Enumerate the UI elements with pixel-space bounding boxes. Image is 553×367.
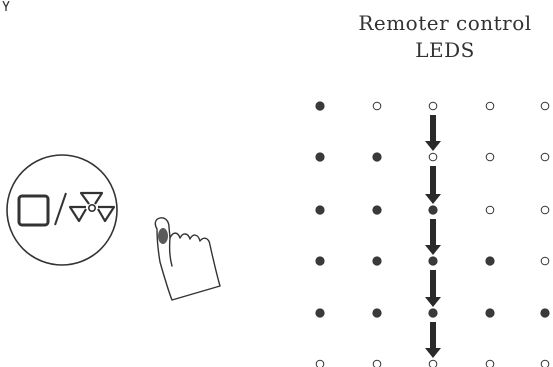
cropped-top-text-fragment xyxy=(0,0,40,14)
led-off-r2-c4 xyxy=(485,152,495,162)
mode-fan-button[interactable] xyxy=(6,154,118,266)
led-on-r2-c1 xyxy=(315,152,325,162)
led-on-r1-c1 xyxy=(315,101,325,111)
led-on-r4-c3 xyxy=(428,256,438,266)
led-on-r4-c1 xyxy=(315,256,325,266)
down-arrow-icon-5 xyxy=(425,322,441,358)
led-on-r5-c3 xyxy=(428,308,438,318)
down-arrow-icon-3 xyxy=(425,219,441,255)
led-off-r1-c5 xyxy=(540,101,550,111)
led-off-r6-c3 xyxy=(428,359,438,367)
led-off-r1-c2 xyxy=(372,101,382,111)
led-off-r6-c1 xyxy=(315,359,325,367)
led-off-r6-c4 xyxy=(485,359,495,367)
led-on-r2-c2 xyxy=(372,152,382,162)
led-on-r5-c5 xyxy=(540,308,550,318)
led-off-r4-c5 xyxy=(540,256,550,266)
led-on-r5-c1 xyxy=(315,308,325,318)
led-off-r2-c3 xyxy=(428,152,438,162)
fan-icon xyxy=(68,191,116,223)
led-off-r2-c5 xyxy=(540,152,550,162)
led-grid xyxy=(315,101,550,367)
led-on-r5-c2 xyxy=(372,308,382,318)
led-on-r4-c4 xyxy=(485,256,495,266)
title-line-1: Remoter control xyxy=(358,11,532,35)
led-off-r3-c5 xyxy=(540,205,550,215)
arrow-column xyxy=(425,115,441,358)
down-arrow-icon-2 xyxy=(425,166,441,204)
leds-title: Remoter control LEDS xyxy=(325,10,553,64)
down-arrow-icon-4 xyxy=(425,270,441,307)
mode-square-icon xyxy=(17,194,50,227)
slash-icon xyxy=(54,192,67,226)
led-off-r6-c2 xyxy=(372,359,382,367)
down-arrow-icon-1 xyxy=(425,115,441,151)
title-line-2: LEDS xyxy=(415,38,475,62)
led-off-r1-c3 xyxy=(428,101,438,111)
led-off-r6-c5 xyxy=(540,359,550,367)
led-on-r3-c1 xyxy=(315,205,325,215)
led-on-r3-c2 xyxy=(372,205,382,215)
led-on-r5-c4 xyxy=(485,308,495,318)
led-on-r3-c3 xyxy=(428,205,438,215)
led-on-r4-c2 xyxy=(372,256,382,266)
led-off-r1-c4 xyxy=(485,101,495,111)
pressing-hand-icon xyxy=(154,217,221,301)
led-off-r3-c4 xyxy=(485,205,495,215)
